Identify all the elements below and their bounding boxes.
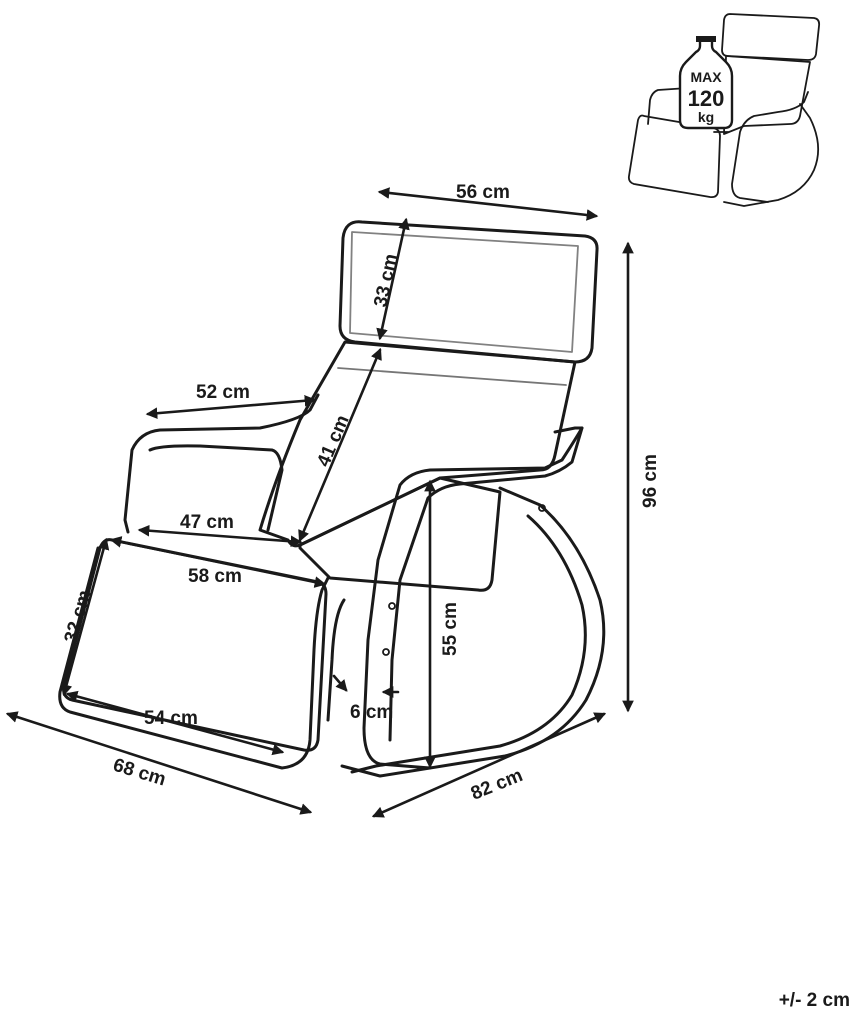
max-load-unit: kg xyxy=(698,109,714,125)
label-total-width: 68 cm xyxy=(111,755,169,791)
dim-seat-depth xyxy=(109,536,327,588)
label-seat-height: 55 cm xyxy=(440,602,461,656)
chair-drawing xyxy=(58,220,606,778)
max-load-top: MAX xyxy=(690,69,722,85)
dimension-labels: 56 cm 33 cm 52 cm 41 cm 47 cm 58 cm 32 c… xyxy=(61,182,661,805)
label-footrest-depth: 32 cm xyxy=(61,588,96,646)
label-headrest-width: 56 cm xyxy=(456,182,510,203)
dim-total-width xyxy=(5,711,313,815)
label-seat-depth: 58 cm xyxy=(188,566,242,587)
dim-headrest-height xyxy=(376,217,410,341)
dimension-lines xyxy=(5,187,634,818)
dim-footrest-depth xyxy=(60,537,110,697)
label-frame-thickness: 6 cm xyxy=(350,702,393,723)
dim-total-depth xyxy=(371,712,607,818)
dim-backrest-height xyxy=(298,347,382,543)
seat-cushion xyxy=(298,476,502,592)
dim-frame-thickness-left xyxy=(332,674,348,692)
dim-headrest-width xyxy=(377,187,599,221)
tolerance-note: +/- 2 cm xyxy=(778,990,850,1011)
label-seat-width: 47 cm xyxy=(180,512,234,533)
label-armrest-length: 52 cm xyxy=(196,382,250,403)
label-backrest-height: 41 cm xyxy=(313,412,353,470)
dim-armrest-length xyxy=(145,394,317,420)
label-footrest-width: 54 cm xyxy=(144,708,198,729)
label-headrest-height: 33 cm xyxy=(370,252,402,309)
max-load-badge: MAX 120 kg xyxy=(678,36,734,130)
max-load-value: 120 xyxy=(688,86,725,111)
weight-icon xyxy=(678,36,734,130)
label-total-height: 96 cm xyxy=(640,454,661,508)
right-armrest-frame xyxy=(362,426,584,770)
